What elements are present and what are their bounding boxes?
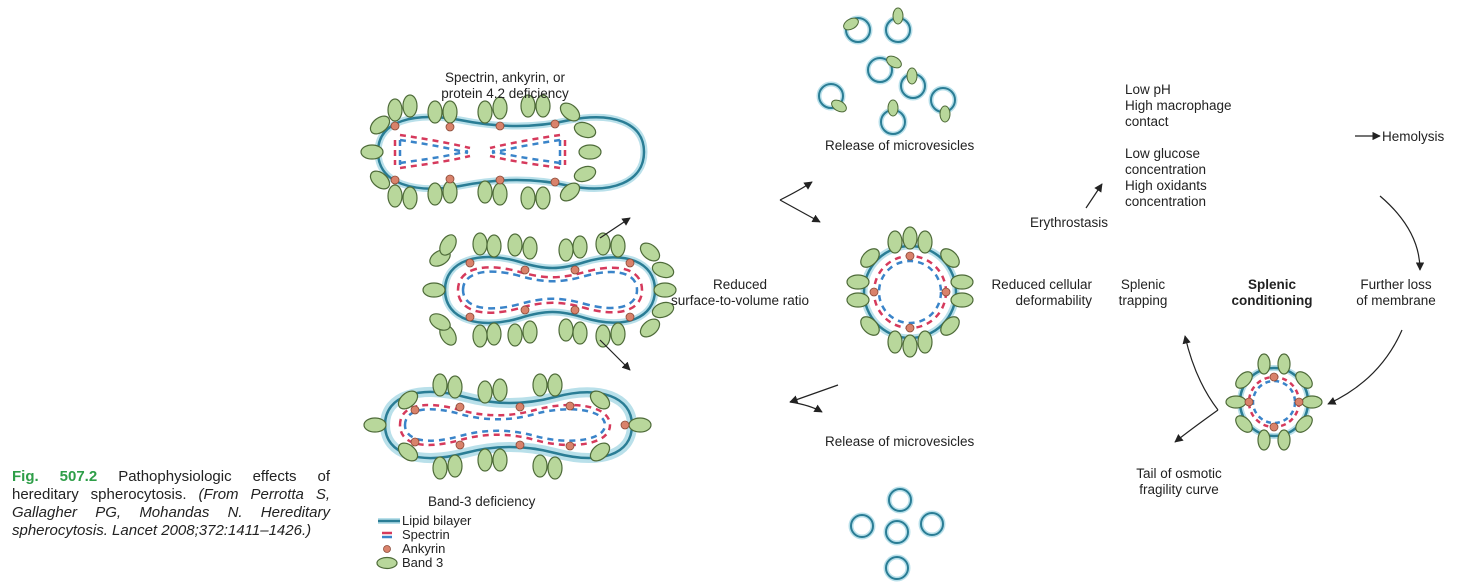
label-hemolysis: Hemolysis bbox=[1382, 129, 1445, 144]
normal-biconcave-cell bbox=[422, 232, 677, 348]
label-reduced-deformability: Reduced cellular deformability bbox=[991, 277, 1092, 308]
legend-item-band3: Band 3 bbox=[376, 556, 471, 570]
legend-item-lipid: Lipid bilayer bbox=[376, 514, 471, 528]
spectrin-icon bbox=[376, 528, 402, 542]
microvesicles-top bbox=[816, 7, 958, 137]
figure-number: Fig. 507.2 bbox=[12, 468, 98, 485]
label-spleen-conditions: Low pH High macrophage contact Low gluco… bbox=[1125, 82, 1232, 209]
band3-deficient-cell bbox=[363, 373, 652, 480]
spectrin-deficient-cell bbox=[360, 94, 648, 210]
caption-text: Pathophysiologic effects of hereditary s… bbox=[12, 468, 330, 503]
label-release-top: Release of microvesicles bbox=[825, 138, 975, 153]
label-release-bottom: Release of microvesicles bbox=[825, 434, 975, 449]
label-further-loss: Further loss of membrane bbox=[1356, 277, 1436, 308]
label-erythrostasis: Erythrostasis bbox=[1030, 215, 1109, 230]
label-osmotic-fragility: Tail of osmotic fragility curve bbox=[1136, 466, 1222, 497]
caption-citation: (From Perrotta S, Gallagher PG, Mohandas… bbox=[12, 486, 331, 539]
legend-item-ankyrin: Ankyrin bbox=[376, 542, 471, 556]
label-splenic-conditioning: Splenic conditioning bbox=[1231, 277, 1313, 308]
legend-item-spectrin: Spectrin bbox=[376, 528, 471, 542]
label-spectrin-deficiency: Spectrin, ankyrin, or protein 4.2 defici… bbox=[441, 70, 569, 101]
label-splenic-trapping: Splenic trapping bbox=[1118, 277, 1168, 308]
band3-icon bbox=[376, 556, 402, 570]
label-band3-deficiency: Band-3 deficiency bbox=[428, 494, 536, 509]
spherocyte-conditioned bbox=[1225, 353, 1323, 451]
figure-caption: Fig. 507.2 Pathophysiologic effects of h… bbox=[12, 468, 330, 540]
ankyrin-icon bbox=[376, 542, 402, 556]
lipid-bilayer-icon bbox=[376, 514, 402, 528]
legend: Lipid bilayer Spectrin Ankyrin Band 3 bbox=[376, 514, 471, 570]
spherocyte-middle bbox=[846, 226, 974, 358]
arrows bbox=[599, 131, 1425, 443]
label-reduced-ratio: Reduced surface-to-volume ratio bbox=[670, 277, 810, 308]
microvesicles-bottom bbox=[848, 486, 946, 582]
